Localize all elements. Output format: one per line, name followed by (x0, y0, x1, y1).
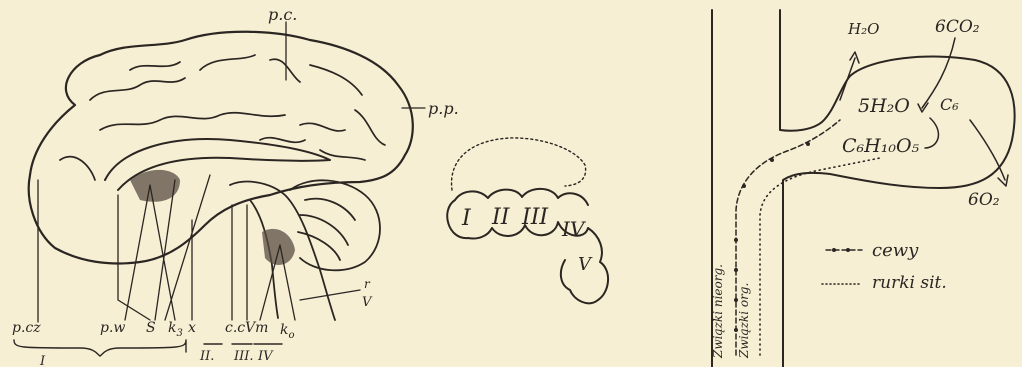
label-6o2-out: 6O₂ (968, 190, 1000, 210)
label-s: S (146, 320, 156, 336)
vesicle-iii: III (521, 205, 549, 230)
leaf-diagram: H₂O 6CO₂ 5H₂O C₆ C₆H₁₀O₅ 6O₂ Związki nie… (711, 10, 1015, 367)
label-vm: Vm (245, 320, 268, 336)
label-pp: p.p. (428, 99, 459, 118)
label-5h2o: 5H₂O (858, 95, 910, 117)
label-c6: C₆ (940, 95, 959, 114)
label-r: r (364, 277, 371, 291)
label-v-roman: V (362, 295, 373, 310)
label-ko: ko (280, 322, 295, 341)
pons-shading (262, 229, 295, 265)
label-k3: k3 (168, 320, 183, 339)
legend-label-xylem: cewy (872, 240, 919, 261)
label-pw: p.w (100, 320, 125, 336)
label-inorganic: Związki nieorg. (711, 264, 725, 359)
legend-label-phloem: rurki sit. (872, 273, 947, 293)
label-organic: Związki org. (737, 283, 751, 359)
brain-outline (29, 32, 413, 264)
legend: cewy rurki sit. (822, 240, 947, 293)
vesicle-diagram: I II III IV V (447, 138, 608, 303)
vesicle-i: I (461, 206, 472, 231)
label-pcz: p.cz (12, 320, 41, 336)
brain-diagram: p.c. p.p. p.cz p.w S k3 x c.c Vm ko r V … (12, 5, 459, 367)
vesicle-ii: II (491, 205, 511, 230)
label-roman-iii: III. (233, 349, 254, 364)
vesicle-v: V (578, 254, 593, 275)
label-h2o-top: H₂O (847, 20, 879, 38)
label-glucose: C₆H₁₀O₅ (842, 135, 920, 157)
label-roman-i: I (39, 354, 46, 367)
label-x: x (188, 320, 196, 336)
label-cc: c.c (225, 320, 245, 336)
label-pc: p.c. (268, 5, 297, 24)
vesicle-dotted-outline (452, 138, 586, 190)
label-roman-iv: IV (257, 349, 274, 364)
label-6co2-in: 6CO₂ (935, 17, 980, 37)
stem-right-wall (780, 10, 850, 131)
label-roman-ii: II. (199, 349, 214, 364)
phloem-line (760, 158, 880, 355)
xylem-line (736, 120, 840, 355)
vesicle-iv: IV (561, 217, 587, 241)
